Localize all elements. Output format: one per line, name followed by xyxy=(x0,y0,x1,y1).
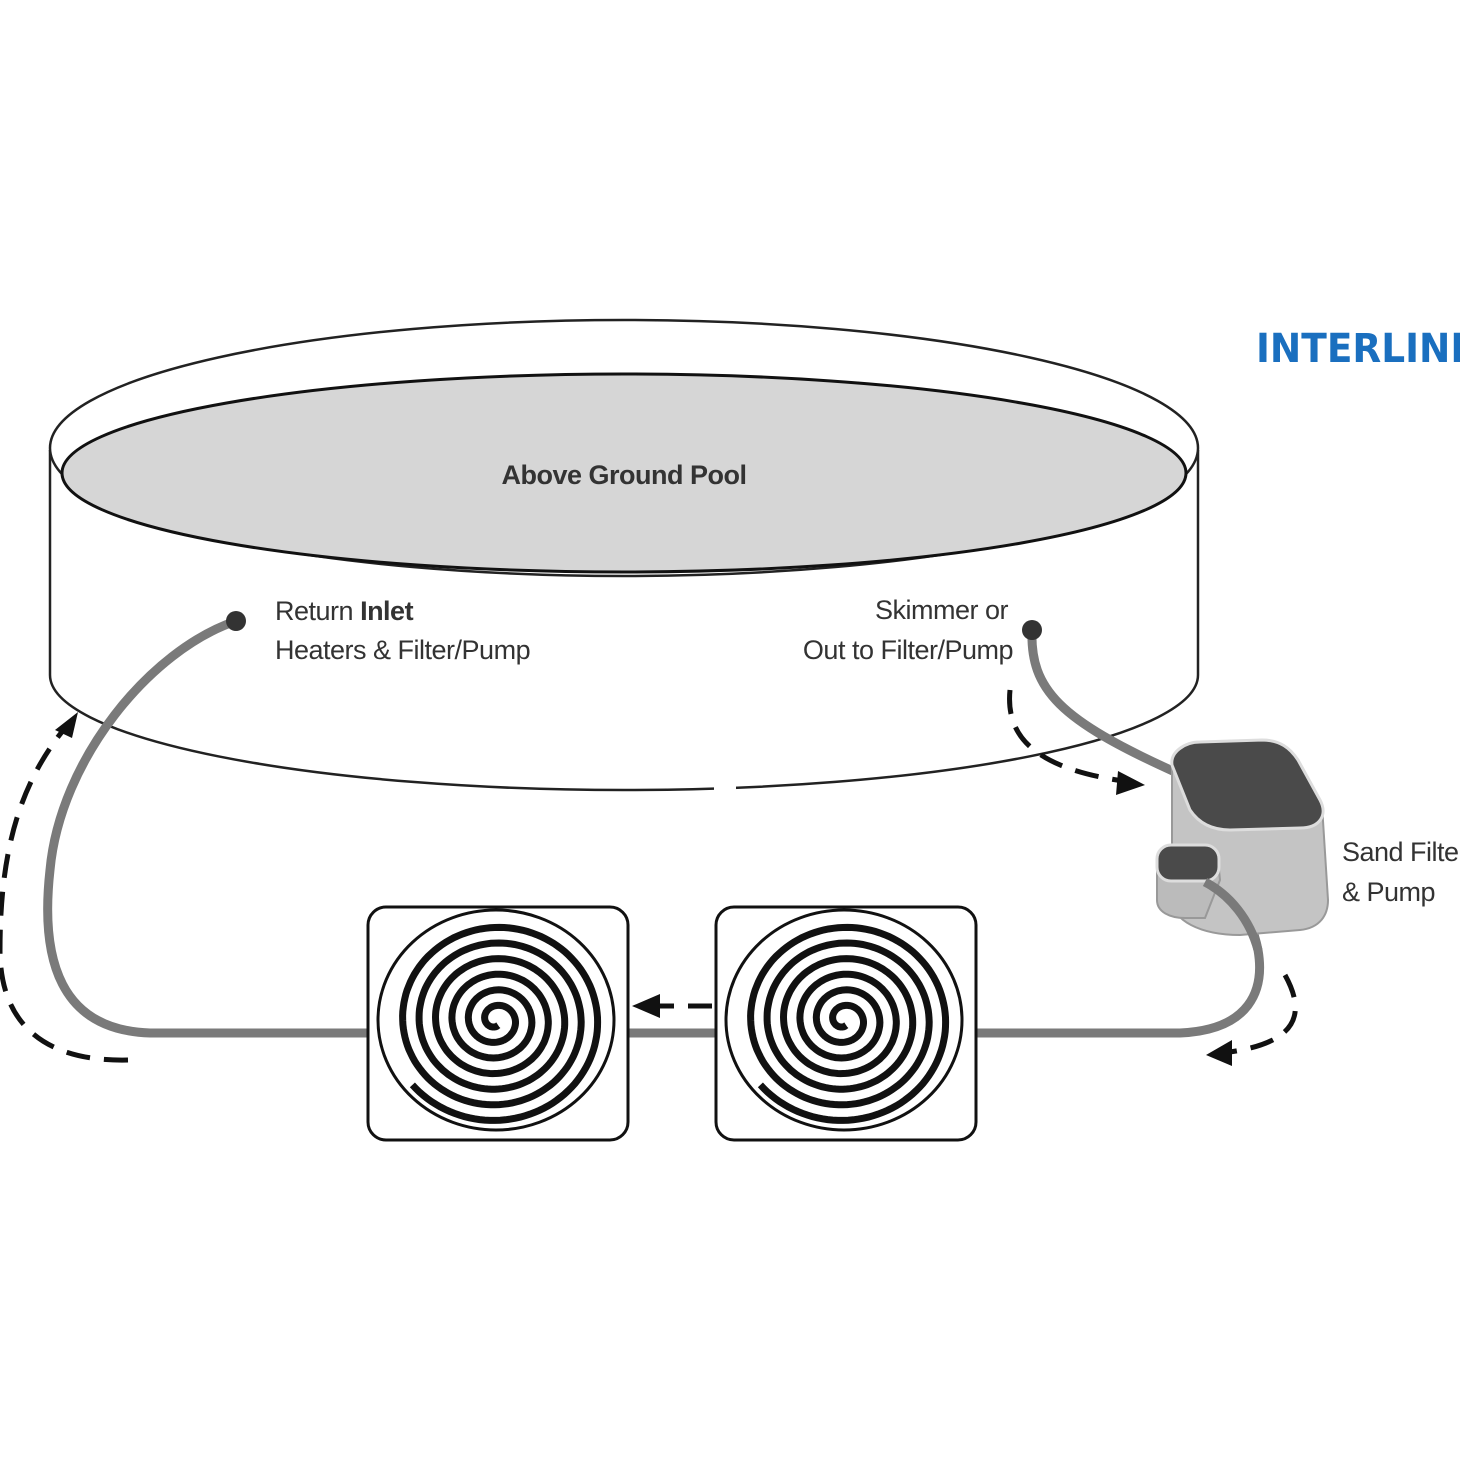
spiral-coil xyxy=(747,923,950,1124)
return-label-line2: Heaters & Filter/Pump xyxy=(275,635,530,665)
filter-label: Sand Filter xyxy=(1342,837,1460,867)
skimmer-label: Skimmer or xyxy=(875,595,1009,625)
arrow-left-icon xyxy=(632,994,660,1018)
pool-water xyxy=(60,372,1188,574)
svg-text:INTERLINE: INTERLINE xyxy=(1256,326,1460,372)
spiral-coil xyxy=(399,923,602,1124)
solar-heater-2 xyxy=(714,905,978,1142)
solar-heater-1 xyxy=(366,905,630,1142)
arrow-heads xyxy=(55,712,1232,1066)
return-inlet-port xyxy=(226,611,246,631)
arrow-up-icon xyxy=(55,712,78,738)
return-label: Return xyxy=(275,596,353,626)
flow-arrows xyxy=(0,689,1298,1063)
interline-logo: INTERLINE xyxy=(1256,326,1460,372)
pool-label: Above Ground Pool xyxy=(502,460,747,490)
spiral-solar-heater-icon xyxy=(376,908,616,1132)
pool xyxy=(48,318,1200,794)
filter-label-line2: & Pump xyxy=(1342,877,1435,907)
skimmer-port xyxy=(1022,620,1042,640)
spiral-solar-heater-icon xyxy=(724,908,964,1132)
return-pipe xyxy=(43,616,375,1038)
sand-filter-pump xyxy=(1155,738,1330,952)
arrow-left-icon xyxy=(1206,1040,1232,1066)
arrow-right-icon xyxy=(1116,771,1145,795)
svg-text:Return Inlet: Return Inlet xyxy=(275,596,414,626)
skimmer-label-line2: Out to Filter/Pump xyxy=(803,635,1013,665)
skimmer-pipe xyxy=(1027,625,1180,777)
